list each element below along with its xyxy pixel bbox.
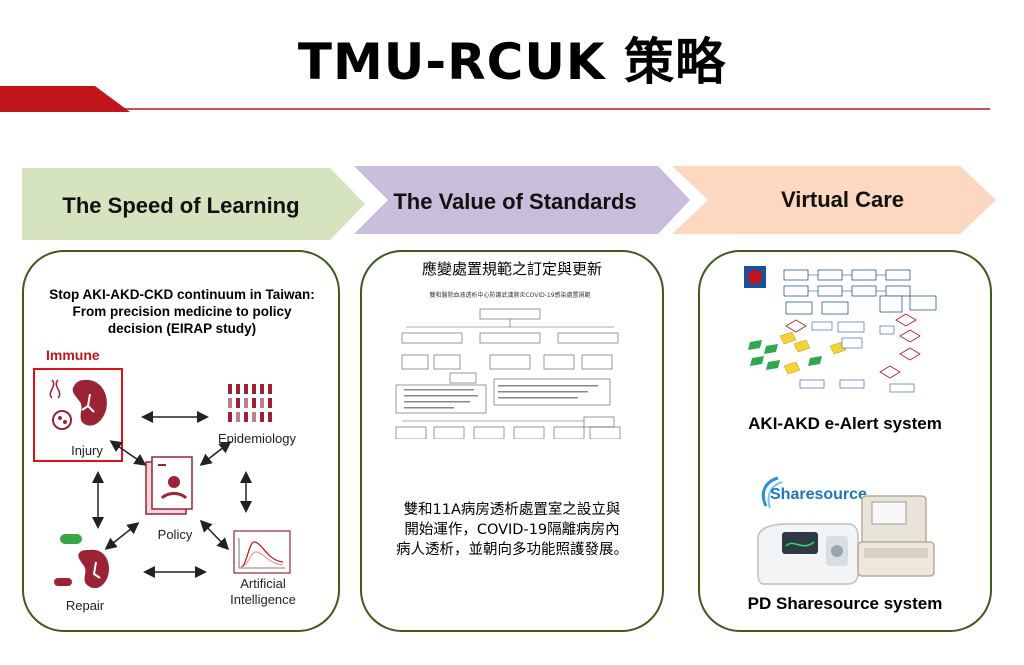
section-label-virtual-care: Virtual Care <box>780 187 905 212</box>
ai-label-line2: Intelligence <box>230 592 296 607</box>
panel1-arrows <box>92 411 252 578</box>
sharesource-swoosh-icon <box>761 476 783 509</box>
panel1-heading-line: decision (EIRAP study) <box>107 321 257 336</box>
panel2-body-line: 雙和11A病房透析處置室之設立與 <box>403 502 621 518</box>
panel2-body-line: 開始運作，COVID-19隔離病房內 <box>404 522 620 538</box>
chevron-value-of-standards <box>354 166 690 234</box>
kidney-injury-icon <box>49 379 107 430</box>
kidney-repair-icon <box>54 534 110 589</box>
policy-label: Policy <box>157 527 193 542</box>
immune-label: Immune <box>46 347 100 363</box>
panel1-heading-line: Stop AKI-AKD-CKD continuum in Taiwan: <box>49 287 315 302</box>
page-title: TMU-RCUK 策略 <box>297 33 727 91</box>
immune-highlight-box <box>33 368 123 462</box>
epidemiology-icon <box>228 384 272 422</box>
section-chevrons <box>22 166 996 240</box>
pd-second-device-icon <box>857 495 935 577</box>
ai-chart-icon <box>233 530 291 574</box>
panel2-heading: 應變處置規範之訂定與更新 <box>421 260 602 278</box>
sharesource-brand: Sharesource <box>770 486 867 503</box>
protocol-document: 雙和醫院血液透析中心防護武漢肺炎COVID-19感染處置規範 <box>394 284 626 442</box>
panel1-heading-line: From precision medicine to policy <box>72 304 292 319</box>
panel2-body-line: 病人透析，並朝向多功能照護發展。 <box>396 542 628 558</box>
chevron-speed-of-learning <box>22 168 365 240</box>
pd-cycler-device-icon <box>757 523 859 585</box>
repair-label: Repair <box>65 598 105 613</box>
injury-label: Injury <box>71 443 103 458</box>
ai-label: Artificial Intelligence <box>222 576 304 608</box>
section-label-speed-of-learning: The Speed of Learning <box>62 193 300 218</box>
e-alert-label: AKI-AKD e-Alert system <box>748 414 942 433</box>
header-stripe <box>0 86 990 112</box>
protocol-flowchart <box>395 308 621 440</box>
protocol-document-title: 雙和醫院血液透析中心防護武漢肺炎COVID-19感染處置規範 <box>429 292 591 299</box>
epidemiology-label: Epidemiology <box>217 431 297 446</box>
policy-document-icon <box>145 456 193 515</box>
section-label-value-of-standards: The Value of Standards <box>393 189 637 214</box>
chevron-virtual-care <box>672 166 996 234</box>
pd-sharesource-label: PD Sharesource system <box>747 594 943 613</box>
ai-label-line1: Artificial <box>240 576 286 591</box>
e-alert-flowchart <box>744 266 937 393</box>
panel1-heading: Stop AKI-AKD-CKD continuum in Taiwan: Fr… <box>22 286 342 337</box>
panel2-body: 雙和11A病房透析處置室之設立與 開始運作，COVID-19隔離病房內 病人透析… <box>360 500 664 560</box>
